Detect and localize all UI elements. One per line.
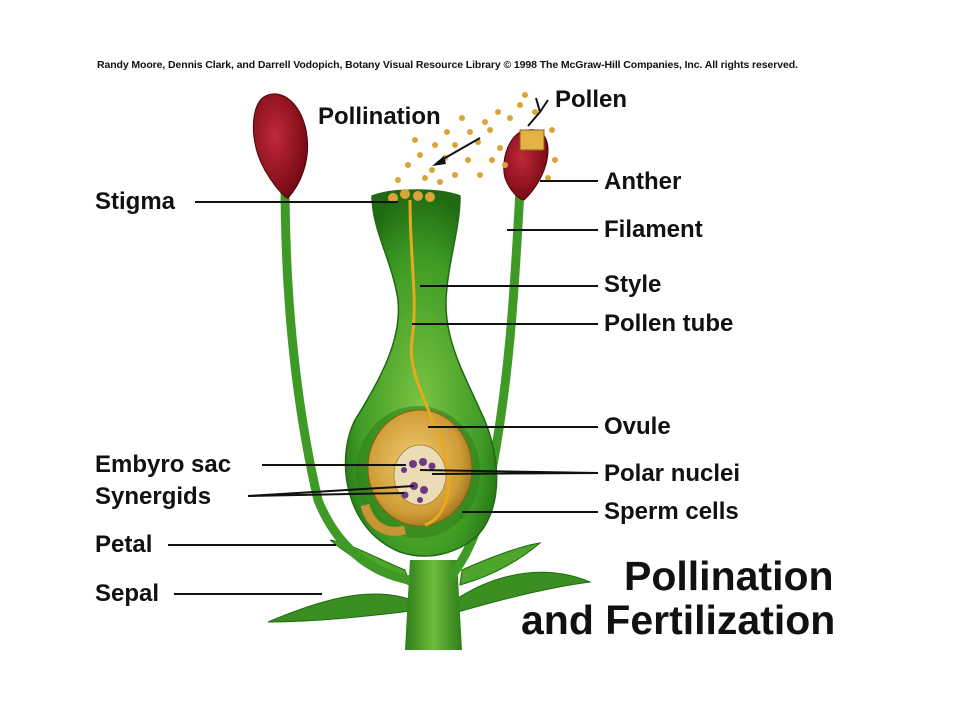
copyright-notice: Randy Moore, Dennis Clark, and Darrell V…: [97, 59, 798, 71]
embryo-sac: [393, 444, 447, 506]
left-anther: [252, 93, 309, 199]
label-embryo-sac: Embyro sac: [95, 451, 232, 478]
pollination-arrow: [432, 137, 481, 166]
label-style: Style: [604, 271, 662, 298]
leader-lines: [168, 97, 599, 595]
label-pollen-tube: Pollen tube: [604, 310, 734, 337]
sepal-right: [454, 571, 592, 613]
label-petal: Petal: [95, 531, 153, 558]
label-ovule: Ovule: [604, 413, 671, 440]
petal-right: [459, 542, 542, 586]
polar-nuclei: [401, 458, 436, 473]
right-filament: [446, 189, 525, 581]
label-anther: Anther: [604, 168, 682, 195]
title-line-2: and Fertilization: [521, 597, 836, 643]
label-stigma: Stigma: [95, 188, 176, 215]
label-sepal: Sepal: [95, 580, 160, 607]
left-filament: [280, 179, 411, 585]
sepal-left: [267, 593, 419, 623]
label-sperm-cells: Sperm cells: [604, 498, 739, 525]
pollen-tube: [408, 199, 451, 527]
ovule-stalk: [360, 503, 407, 536]
title-line-1: Pollination: [624, 553, 834, 599]
stigma-pollen: [388, 189, 435, 203]
label-pollination: Pollination: [318, 103, 441, 130]
label-synergids: Synergids: [95, 483, 212, 510]
airborne-pollen: [395, 92, 558, 185]
stem: [405, 560, 462, 650]
anther-pollen-sac: [519, 129, 545, 151]
label-polar-nuclei: Polar nuclei: [604, 460, 741, 487]
label-pollen: Pollen: [555, 86, 628, 113]
label-filament: Filament: [604, 216, 703, 243]
